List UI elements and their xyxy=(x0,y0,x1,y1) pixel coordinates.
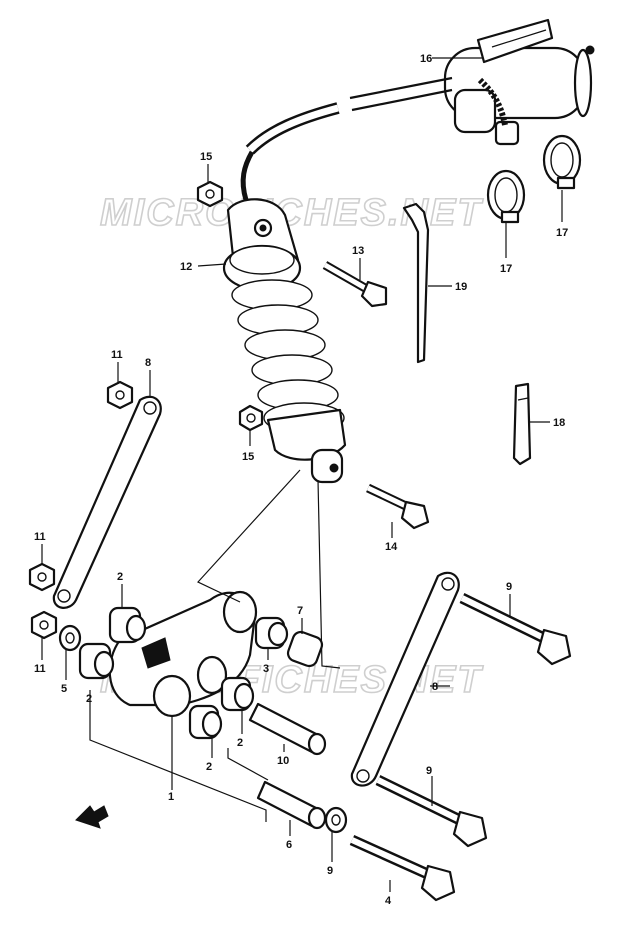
part-15-nut-upper xyxy=(196,180,224,208)
callout-8-right: 8 xyxy=(432,681,438,693)
callouts: 16 15 12 13 19 17 17 11 8 15 18 14 11 2 … xyxy=(34,53,568,907)
part-8-cushion-rod-right xyxy=(350,571,460,787)
callout-12: 12 xyxy=(180,261,192,273)
callout-6: 6 xyxy=(286,839,292,851)
part-17-hose-clamp-b xyxy=(542,134,582,190)
part-2-needle-bearing-c xyxy=(220,676,255,712)
callout-11-lower: 11 xyxy=(34,663,46,675)
part-9-washer xyxy=(324,806,348,834)
part-8-cushion-rod-left xyxy=(52,395,162,609)
callout-7: 7 xyxy=(297,605,303,617)
part-11-nut-b xyxy=(28,562,56,592)
part-11-nut-c xyxy=(30,610,58,640)
part-17-hose-clamp-a xyxy=(486,169,526,224)
callout-18: 18 xyxy=(553,417,565,429)
part-3-needle-bearing xyxy=(254,616,289,650)
part-11-nut-a xyxy=(106,380,134,410)
callout-9-lower: 9 xyxy=(327,865,333,877)
part-1-cushion-lever xyxy=(108,590,258,718)
front-arrow-icon xyxy=(75,805,109,829)
callout-17-left: 17 xyxy=(500,263,512,275)
callout-3: 3 xyxy=(263,663,269,675)
callout-9-middle: 9 xyxy=(426,765,432,777)
part-18-hose-clip xyxy=(512,382,532,466)
part-5-washer xyxy=(58,624,82,652)
part-9-bolt-upper xyxy=(459,593,572,666)
callout-9-upper: 9 xyxy=(506,581,512,593)
callout-4: 4 xyxy=(385,895,392,907)
part-2-needle-bearing-a xyxy=(108,606,147,644)
part-16-reservoir xyxy=(443,18,595,146)
part-19-cable-tie xyxy=(402,202,430,364)
callout-11-top: 11 xyxy=(111,349,123,361)
callout-11-middle: 11 xyxy=(34,531,46,543)
part-12-rear-shock-absorber xyxy=(222,198,347,484)
leader-lines xyxy=(41,57,563,892)
part-9-bolt-lower xyxy=(375,775,488,848)
callout-15-upper: 15 xyxy=(200,151,212,163)
callout-15-lower: 15 xyxy=(242,451,254,463)
callout-17-right: 17 xyxy=(556,227,568,239)
part-2-needle-bearing-b xyxy=(78,642,115,680)
callout-2-lower: 2 xyxy=(206,761,212,773)
part-15-nut-lower xyxy=(238,404,264,432)
callout-13: 13 xyxy=(352,245,364,257)
part-10-spacer xyxy=(248,702,327,756)
reservoir-hose xyxy=(240,76,508,201)
part-6-spacer xyxy=(256,780,327,830)
callout-8-left: 8 xyxy=(145,357,151,369)
callout-2-left: 2 xyxy=(86,693,92,705)
callout-2-upper: 2 xyxy=(117,571,123,583)
part-2-needle-bearing-d xyxy=(188,704,223,740)
part-14-lower-shock-bolt xyxy=(366,483,430,530)
callout-19: 19 xyxy=(455,281,467,293)
callout-1: 1 xyxy=(168,791,174,803)
callout-14: 14 xyxy=(385,541,398,553)
part-13-upper-shock-bolt xyxy=(322,261,388,308)
callout-2-middle: 2 xyxy=(237,737,243,749)
callout-5: 5 xyxy=(61,683,67,695)
callout-16: 16 xyxy=(420,53,432,65)
part-4-bolt xyxy=(349,834,456,902)
callout-10: 10 xyxy=(277,755,289,767)
part-7-spacer xyxy=(286,630,324,668)
